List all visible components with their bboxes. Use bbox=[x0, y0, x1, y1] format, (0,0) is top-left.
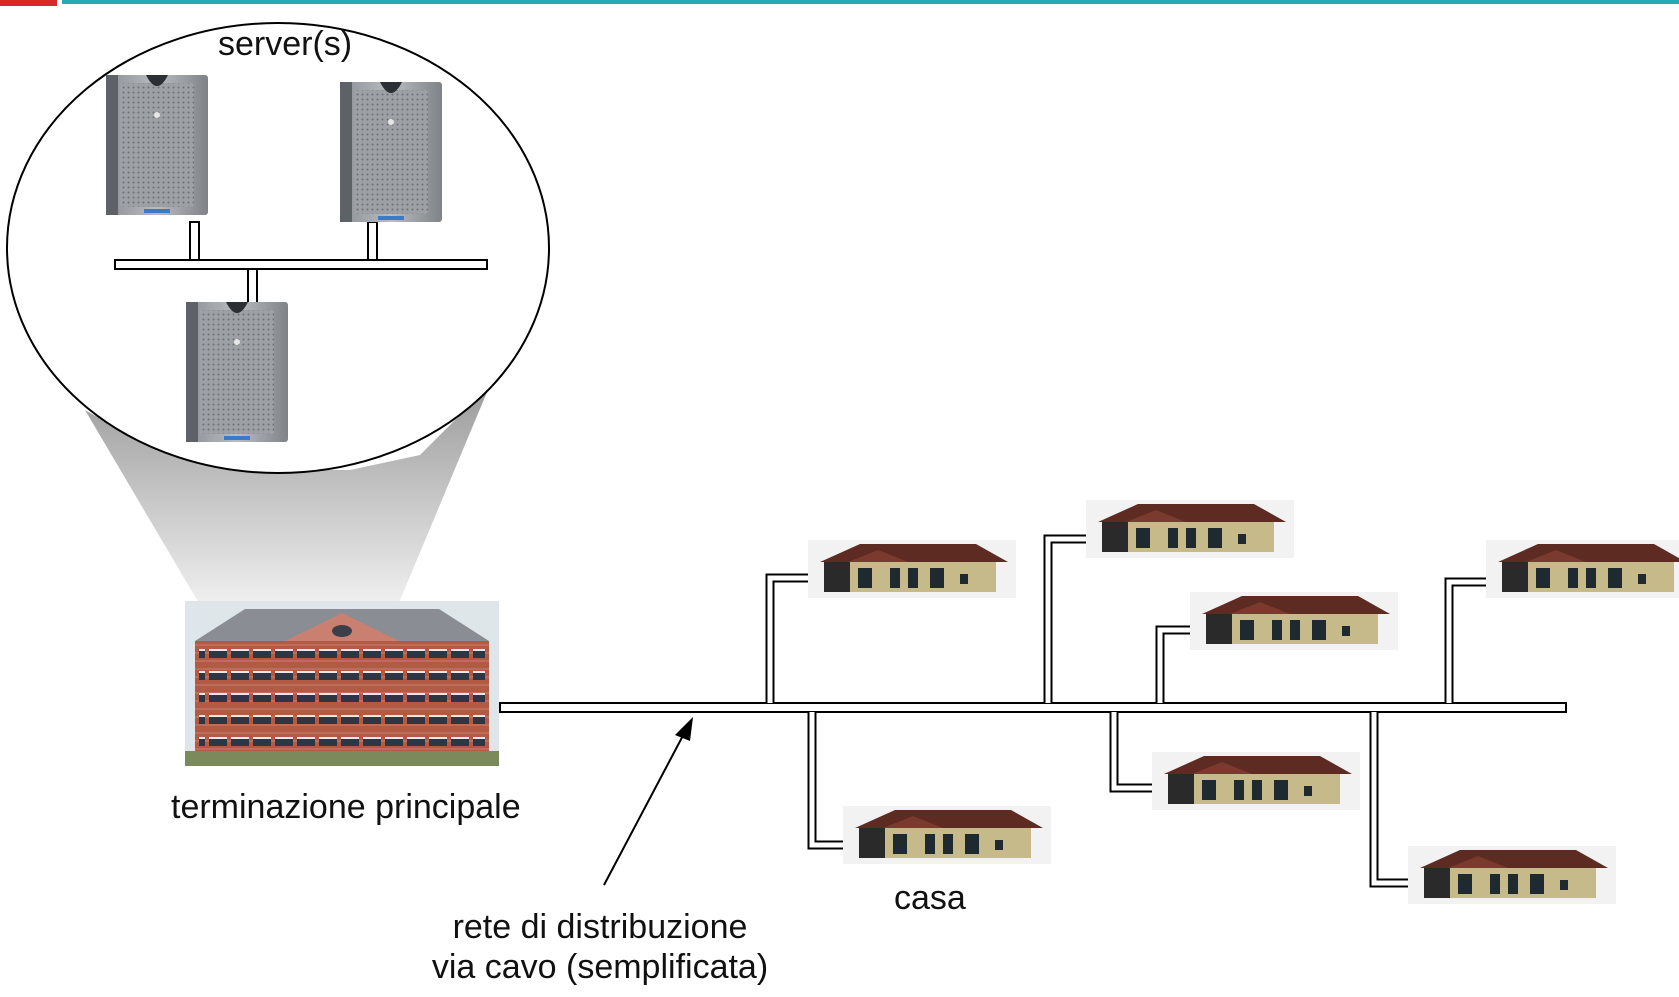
home-icon bbox=[1190, 592, 1398, 650]
home-label: casa bbox=[894, 879, 966, 917]
server-icon bbox=[106, 75, 208, 215]
home-icon bbox=[843, 806, 1051, 864]
headend-building-icon bbox=[185, 601, 499, 766]
home-icon bbox=[1152, 752, 1360, 810]
drop-cable bbox=[1444, 577, 1494, 703]
home-icon bbox=[1086, 500, 1294, 558]
header-corner-tab bbox=[0, 0, 57, 6]
drop-cable bbox=[1043, 534, 1104, 703]
server-lan-bus bbox=[114, 259, 488, 270]
home-icon bbox=[1486, 540, 1679, 598]
network-label-line1: rete di distribuzione bbox=[452, 908, 748, 946]
servers-label: server(s) bbox=[218, 25, 353, 63]
zoom-cone bbox=[85, 385, 490, 605]
server-icon bbox=[340, 82, 442, 222]
headend-label: terminazione principale bbox=[171, 788, 521, 826]
server-link bbox=[189, 221, 200, 261]
header-accent-line bbox=[62, 0, 1679, 4]
network-label-line2: via cavo (semplificata) bbox=[431, 948, 769, 986]
server-link bbox=[367, 221, 378, 261]
home-icon bbox=[808, 540, 1016, 598]
server-link bbox=[247, 268, 258, 308]
server-icon bbox=[186, 302, 288, 442]
arrow-head-icon bbox=[675, 717, 693, 741]
home-icon bbox=[1408, 846, 1616, 904]
distribution-cable bbox=[499, 702, 1567, 713]
callout-arrow bbox=[603, 727, 688, 886]
